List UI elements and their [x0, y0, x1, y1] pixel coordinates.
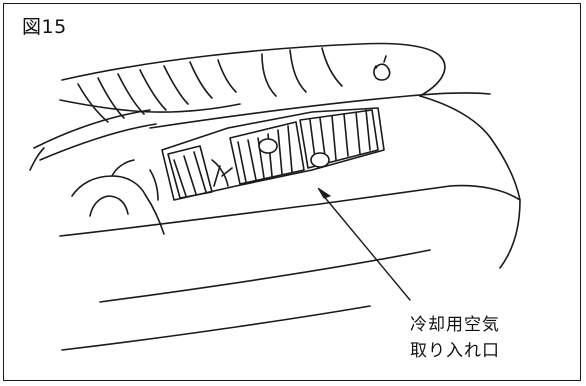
housing-rib — [189, 61, 213, 99]
logo-mark — [383, 55, 387, 63]
housing-rib — [117, 73, 145, 115]
housing-rib — [139, 69, 167, 111]
vent-slot — [299, 109, 379, 169]
housing-panel — [261, 53, 277, 97]
cover-upper-curve — [419, 95, 493, 141]
vent-slot — [173, 159, 187, 197]
engine-part — [149, 169, 159, 201]
vent-slot — [343, 113, 349, 157]
engine-part — [71, 175, 147, 197]
cover-top-line — [149, 92, 491, 129]
vent-lever — [211, 159, 229, 187]
callout-line-1: 冷却用空気 — [410, 315, 500, 335]
cover-bottom-line-2 — [61, 305, 371, 351]
vent-slot — [355, 111, 361, 155]
engine-part — [111, 159, 135, 177]
vent-slot — [237, 141, 247, 183]
housing-top-edge — [61, 42, 446, 97]
leader-line — [321, 193, 411, 301]
figure-label: 図15 — [22, 16, 67, 38]
vent-slot — [331, 115, 337, 161]
vent-slot — [365, 109, 371, 151]
vent-slot — [193, 151, 207, 193]
housing-rib — [97, 77, 125, 119]
engine-part — [145, 195, 165, 235]
vent-slot — [183, 155, 197, 195]
vent-lever — [213, 165, 221, 187]
vent-slot — [229, 121, 305, 185]
callout-label: 冷却用空気 取り入れ口 — [410, 312, 500, 365]
cover-right-edge — [491, 139, 521, 269]
hose-end — [29, 147, 45, 171]
housing-rib — [217, 59, 237, 93]
leader-arrowhead — [317, 187, 332, 199]
cover-front-edge — [449, 184, 521, 201]
engine-part — [89, 195, 129, 217]
hose-lower — [39, 123, 157, 161]
hose-upper — [33, 109, 151, 149]
vent-lever — [221, 167, 233, 177]
vent-slot — [247, 139, 257, 181]
cover-bottom-line-1 — [99, 249, 431, 303]
vent-slot — [277, 129, 283, 175]
callout-line-2: 取り入れ口 — [410, 341, 500, 362]
vent-slot — [287, 125, 293, 173]
cover-lower-contour — [59, 185, 451, 237]
vent-slot — [167, 145, 213, 199]
screw-head — [310, 152, 330, 168]
screw-head — [258, 138, 278, 154]
housing-band — [59, 99, 241, 113]
logo-mark — [373, 63, 391, 81]
housing-panel — [321, 47, 343, 87]
housing-panel — [289, 49, 307, 93]
housing-rib — [163, 65, 189, 105]
